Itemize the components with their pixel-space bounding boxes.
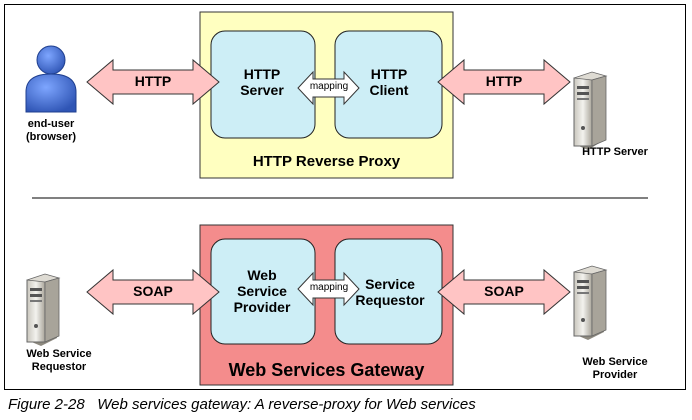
http-server-box-label: HTTP Server: [220, 66, 304, 98]
ws-provider-line-3: Provider: [233, 299, 291, 316]
left-soap-label: SOAP: [133, 283, 173, 299]
ws-provider-line-2: Service: [237, 283, 287, 300]
left-http-label: HTTP: [134, 73, 172, 89]
left-http-arrow: [86, 58, 220, 106]
ws-requestor-line-2: Requestor: [31, 360, 87, 373]
ws-provider-line-1: Web: [247, 267, 277, 283]
right-http-label: HTTP: [485, 73, 523, 89]
left-soap-arrow: [86, 268, 220, 316]
figure-frame: [4, 4, 686, 390]
http-server-icon: [573, 71, 608, 150]
ws-provider-server-icon: [573, 265, 608, 340]
http-client-line-1: HTTP: [370, 66, 408, 82]
top-mapping-arrow: [297, 70, 360, 106]
ws-requestor-line-1: Web Service: [26, 348, 92, 360]
ws-requestor-label: Web Service Requestor: [4, 348, 114, 373]
ws-provider-box-label: Web Service Provider: [220, 267, 304, 315]
bottom-mapping-label: mapping: [309, 282, 349, 293]
figure-number: Figure 2-28: [8, 396, 85, 413]
service-requestor-line-2: Requestor: [355, 292, 425, 309]
figure-caption: Figure 2-28 Web services gateway: A reve…: [8, 396, 476, 413]
right-http-arrow: [437, 58, 571, 106]
end-user-line-1: end-user: [27, 118, 75, 130]
right-soap-label: SOAP: [484, 283, 524, 299]
service-requestor-line-1: Service: [365, 276, 415, 292]
bottom-mapping-arrow: [297, 271, 360, 307]
ws-requestor-server-icon: [26, 273, 61, 346]
gateway-title: Web Services Gateway: [228, 360, 425, 380]
reverse-proxy-title: HTTP Reverse Proxy: [252, 153, 401, 170]
http-server-label: HTTP Server: [582, 146, 648, 158]
figure-caption-text: Web services gateway: A reverse-proxy fo…: [97, 396, 476, 413]
http-client-box-label: HTTP Client: [347, 66, 431, 98]
http-server-line-1: HTTP: [243, 66, 281, 82]
right-soap-arrow: [437, 268, 571, 316]
service-requestor-box-label: Service Requestor: [343, 276, 437, 308]
end-user-icon: [25, 45, 77, 113]
end-user-line-2: (browser): [25, 130, 77, 143]
http-server-line-2: Server: [240, 82, 284, 99]
http-client-line-2: Client: [369, 82, 409, 99]
ws-provider-label: Web Service Provider: [560, 356, 670, 381]
ws-provider-line-1-right: Web Service: [582, 356, 648, 368]
end-user-label: end-user (browser): [6, 118, 96, 143]
top-mapping-label: mapping: [309, 81, 349, 92]
ws-provider-line-2-right: Provider: [592, 368, 638, 381]
